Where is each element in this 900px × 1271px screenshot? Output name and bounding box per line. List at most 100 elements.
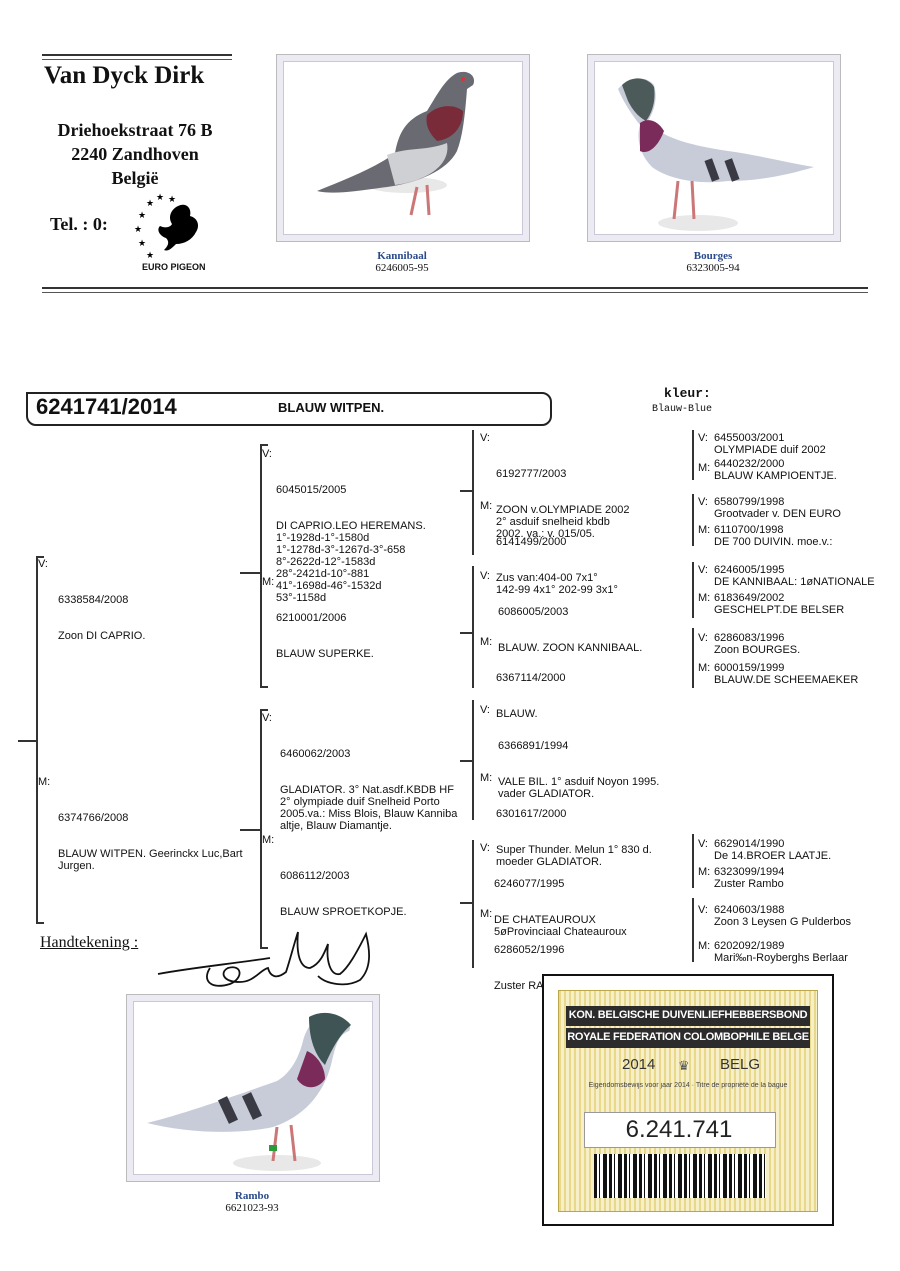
tree-line-gen4-5 (692, 834, 694, 888)
tag: V: (698, 632, 708, 644)
tree-line-gen3-4 (472, 840, 474, 968)
tree-line-gen4-2 (692, 494, 694, 546)
text: BLAUW.DE SCHEEMAEKER (714, 674, 859, 686)
text: BLAUW. ZOON KANNIBAAL. (498, 642, 643, 654)
ring: 6440232/2000 (714, 458, 785, 470)
tag: M: (698, 462, 711, 474)
ring: 6246005/1995 (714, 564, 785, 576)
tree-branch (460, 490, 472, 492)
text: Zoon BOURGES. (714, 644, 801, 656)
ring: 6045015/2005 (276, 484, 347, 496)
logo-text: EURO PIGEON (142, 262, 206, 272)
ring: 6202092/1989 (714, 940, 785, 952)
signature-scribble-icon (157, 931, 370, 987)
card-title-band-1 (566, 1006, 810, 1026)
color-value: Blauw-Blue (652, 404, 713, 415)
ring: 6086005/2003 (498, 606, 569, 618)
tag: V: (480, 842, 490, 854)
tree-tick (260, 686, 268, 688)
photo-rambo (126, 994, 380, 1182)
caption-rambo: Rambo 6621023-93 (126, 1190, 378, 1214)
card-title-2: ROYALE FEDERATION COLOMBOPHILE BELGE (567, 1031, 809, 1043)
card-number-box (584, 1112, 776, 1148)
caption-kannibaal-name: Kannibaal (377, 250, 427, 262)
svg-text:★: ★ (138, 239, 146, 249)
ring: 6246077/1995 (494, 878, 565, 890)
pedigree-gen3-1: V: 6192777/2003 ZOON v.OLYMPIADE 2002 2°… (480, 432, 629, 552)
pedigree-gen3-2: M: 6141499/2000 Zus van:404-00 7x1° 142-… (480, 500, 618, 608)
caption-rambo-ring: 6621023-93 (225, 1202, 279, 1214)
tag: M: (698, 592, 711, 604)
pigeon-rambo-icon (147, 1012, 351, 1171)
text: DE 700 DUIVIN. moe.v.: (714, 536, 833, 548)
header-rule-top (42, 54, 232, 56)
card-year: 2014 (622, 1056, 656, 1073)
card-title-1: KON. BELGISCHE DUIVENLIEFHEBBERSBOND (568, 1009, 808, 1021)
pedigree-sire: V: 6338584/2008 Zoon DI CAPRIO. (38, 558, 145, 654)
pedigree-dam: M: 6374766/2008 BLAUW WITPEN. Geerinckx … (38, 776, 243, 884)
ring: 6240603/1988 (714, 904, 785, 916)
text: BLAUW SPROETKOPJE. (280, 906, 407, 918)
tag: V: (480, 432, 490, 444)
tree-line-gen4-3 (692, 562, 694, 618)
tree-line-gen4-4 (692, 628, 694, 688)
ring: 6210001/2006 (276, 612, 347, 624)
tree-branch (240, 829, 260, 831)
caption-rambo-name: Rambo (234, 1190, 270, 1202)
card-crest-icon: ♛ (678, 1058, 690, 1073)
tag: V: (262, 712, 272, 724)
tag: V: (698, 496, 708, 508)
text: Zuster Rambo (714, 878, 784, 890)
tag: M: (480, 772, 493, 784)
text: De 14.BROER LAATJE. (714, 850, 832, 862)
pedigree-sire-sire: V: 6045015/2005 DI CAPRIO.LEO HEREMANS. … (262, 448, 426, 616)
ring: 6000159/1999 (714, 662, 785, 674)
svg-text:★: ★ (138, 211, 146, 221)
telephone: Tel. : 0: (50, 214, 108, 234)
text: BLAUW KAMPIOENTJE. (714, 470, 837, 482)
ring: 6367114/2000 (496, 672, 566, 684)
text: Mari‰n-Royberghs Berlaar (714, 952, 848, 964)
ring: 6323099/1994 (714, 866, 785, 878)
caption-kannibaal: Kannibaal 6246005-95 (276, 250, 528, 274)
text: BLAUW SUPERKE. (276, 648, 374, 660)
tree-line-gen3-2 (472, 566, 474, 688)
euro-pigeon-logo: ★★★ ★★★ ★ EURO PIGEON (120, 192, 220, 276)
address-country: België (111, 168, 159, 188)
header-rule-bottom-thin (42, 292, 868, 293)
card-country: BELG (720, 1056, 761, 1073)
tag: V: (38, 558, 48, 570)
ring: 6460062/2003 (280, 748, 351, 760)
text: Super Thunder. Melun 1° 830 d. moeder GL… (496, 844, 652, 868)
text: DE KANNIBAAL: 1øNATIONALE (714, 576, 875, 588)
stars-dove-icon: ★★★ ★★★ ★ (134, 193, 198, 261)
tree-line-gen2-bottom (260, 709, 262, 949)
ring: 6374766/2008 (58, 812, 129, 824)
svg-text:★: ★ (146, 199, 154, 209)
ownership-card: KON. BELGISCHE DUIVENLIEFHEBBERSBOND ROY… (542, 974, 834, 1226)
card-number: 6.241.741 (625, 1116, 733, 1143)
tag: M: (698, 524, 711, 536)
tag: V: (480, 570, 490, 582)
tag: V: (698, 838, 708, 850)
tag: M: (698, 940, 711, 952)
card-title-band-2 (566, 1028, 810, 1048)
tree-line-gen2-top (260, 444, 262, 687)
text: Grootvader v. DEN EURO (714, 508, 841, 520)
ring: 6338584/2008 (58, 594, 129, 606)
color-label: kleur: (664, 386, 711, 401)
ring: 6192777/2003 (496, 468, 567, 480)
pedigree-gen3-4: M: 6367114/2000 BLAUW. (480, 636, 566, 732)
tree-branch (460, 760, 472, 762)
tree-tick (260, 709, 268, 711)
text: OLYMPIADE duif 2002 (714, 444, 826, 456)
